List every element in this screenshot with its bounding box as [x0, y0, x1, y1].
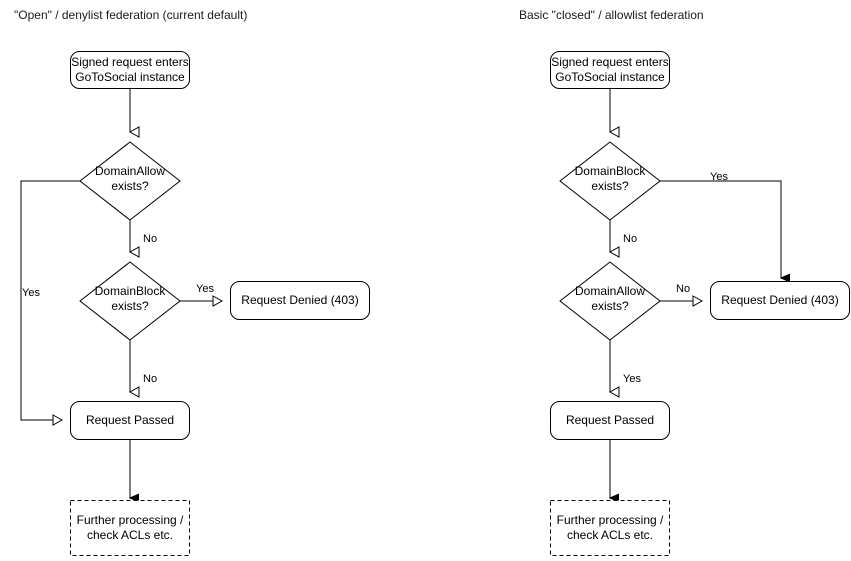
left-start-node[interactable] — [70, 51, 190, 89]
left-denied-node[interactable] — [230, 281, 370, 320]
left-decision1-node[interactable] — [79, 141, 181, 221]
right-passed-node[interactable] — [550, 401, 670, 440]
right-decision2-node[interactable] — [559, 261, 661, 341]
left-diagram-title: "Open" / denylist federation (current de… — [14, 8, 248, 22]
right-further-node[interactable] — [550, 500, 670, 556]
right-diagram-group — [550, 51, 850, 556]
right-start-node[interactable] — [550, 51, 670, 89]
left-diagram-group — [20, 51, 370, 556]
right-decision1-node[interactable] — [559, 141, 661, 221]
left-decision2-node[interactable] — [79, 261, 181, 341]
left-edge-decision1-yes-loop — [20, 180, 80, 426]
left-passed-node[interactable] — [70, 401, 190, 440]
left-further-node[interactable] — [70, 500, 190, 556]
right-edge-decision1-yes — [660, 180, 781, 278]
right-denied-node[interactable] — [710, 281, 850, 320]
right-diagram-title: Basic "closed" / allowlist federation — [519, 8, 704, 22]
